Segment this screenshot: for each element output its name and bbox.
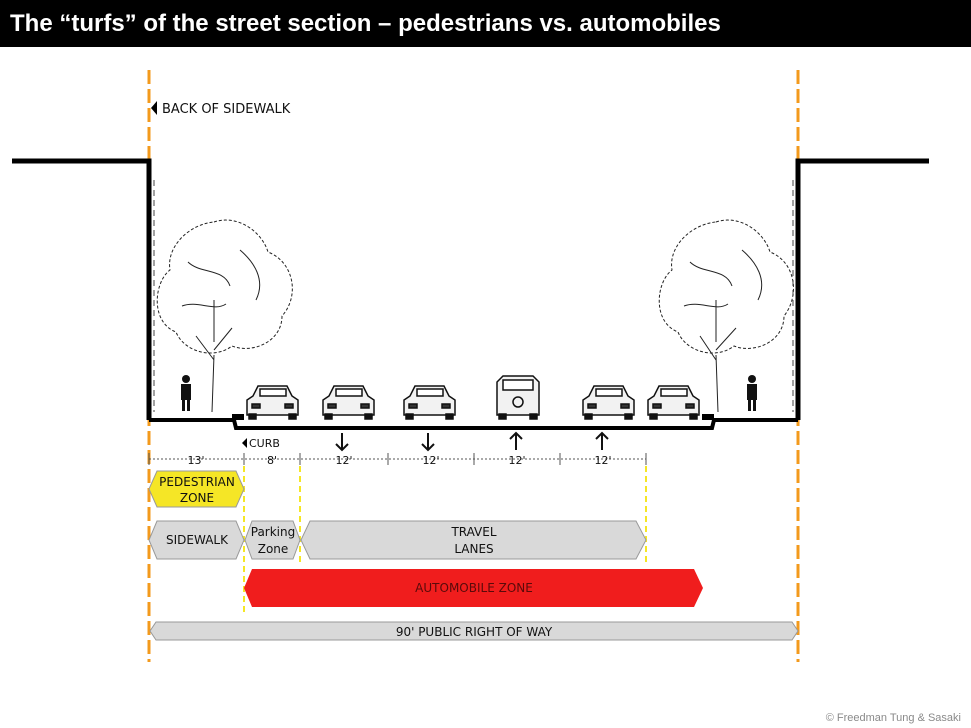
lane-3-up-arrow-icon xyxy=(509,431,523,450)
car-lane-1-icon xyxy=(322,385,375,420)
curb-right-shape xyxy=(702,414,714,420)
pedestrian-zone-label-line2: ZONE xyxy=(180,491,214,505)
curb-arrow-icon xyxy=(242,438,247,448)
suv-lane-3-icon xyxy=(496,375,540,420)
sidewalk-label: SIDEWALK xyxy=(166,533,229,547)
curb-label: CURB xyxy=(249,437,280,450)
curb-left-shape xyxy=(232,414,244,420)
left-pedestrian-icon xyxy=(181,375,191,411)
back-of-sidewalk-arrow-icon xyxy=(151,101,157,115)
dimension-label-lane-1: 12' xyxy=(335,454,352,467)
dimension-label-lane-2: 12' xyxy=(422,454,439,467)
copyright-credit: © Freedman Tung & Sasaki xyxy=(825,712,961,724)
parking-zone-label-line1: Parking xyxy=(251,525,296,539)
back-of-sidewalk-label: BACK OF SIDEWALK xyxy=(162,102,291,117)
lane-4-up-arrow-icon xyxy=(595,431,609,450)
right-tree-icon xyxy=(658,219,794,413)
right-of-way-label: 90' PUBLIC RIGHT OF WAY xyxy=(396,625,553,639)
slide-title: The “turfs” of the street section – pede… xyxy=(10,10,721,37)
lane-1-down-arrow-icon xyxy=(335,433,349,452)
right-pedestrian-icon xyxy=(747,375,757,411)
right-of-way-band xyxy=(149,621,799,641)
automobile-zone-band xyxy=(244,569,703,607)
pedestrian-zone-label-line1: PEDESTRIAN xyxy=(159,475,235,489)
parking-zone-band xyxy=(244,520,301,560)
left-tree-icon xyxy=(156,219,293,413)
travel-lanes-band xyxy=(300,520,647,560)
lane-arrows xyxy=(335,431,609,452)
title-bar: The “turfs” of the street section – pede… xyxy=(0,0,971,47)
dimension-label-parking: 8' xyxy=(267,454,277,467)
travel-lanes-label-line1: TRAVEL xyxy=(450,525,496,539)
dimension-label-sidewalk: 13' xyxy=(187,454,204,467)
pedestrian-zone-band xyxy=(148,470,245,508)
car-lane-4-icon xyxy=(582,385,635,420)
left-building-outline xyxy=(12,158,152,420)
car-lane-2-icon xyxy=(403,385,456,420)
dimension-label-lane-4: 12' xyxy=(594,454,611,467)
parked-car-left-icon xyxy=(246,385,299,420)
parking-zone-label-line2: Zone xyxy=(258,542,289,556)
dimension-label-lane-3: 12' xyxy=(508,454,525,467)
lane-2-down-arrow-icon xyxy=(421,433,435,452)
travel-lanes-label-line2: LANES xyxy=(454,542,493,556)
sidewalk-band xyxy=(148,520,245,560)
right-building-outline xyxy=(795,158,929,420)
automobile-zone-label: AUTOMOBILE ZONE xyxy=(415,581,533,595)
parked-car-right-icon xyxy=(647,385,700,420)
street-profile-line xyxy=(149,418,798,430)
dimension-ticks xyxy=(148,453,647,465)
street-section-diagram: BACK OF SIDEWALK xyxy=(12,70,929,662)
